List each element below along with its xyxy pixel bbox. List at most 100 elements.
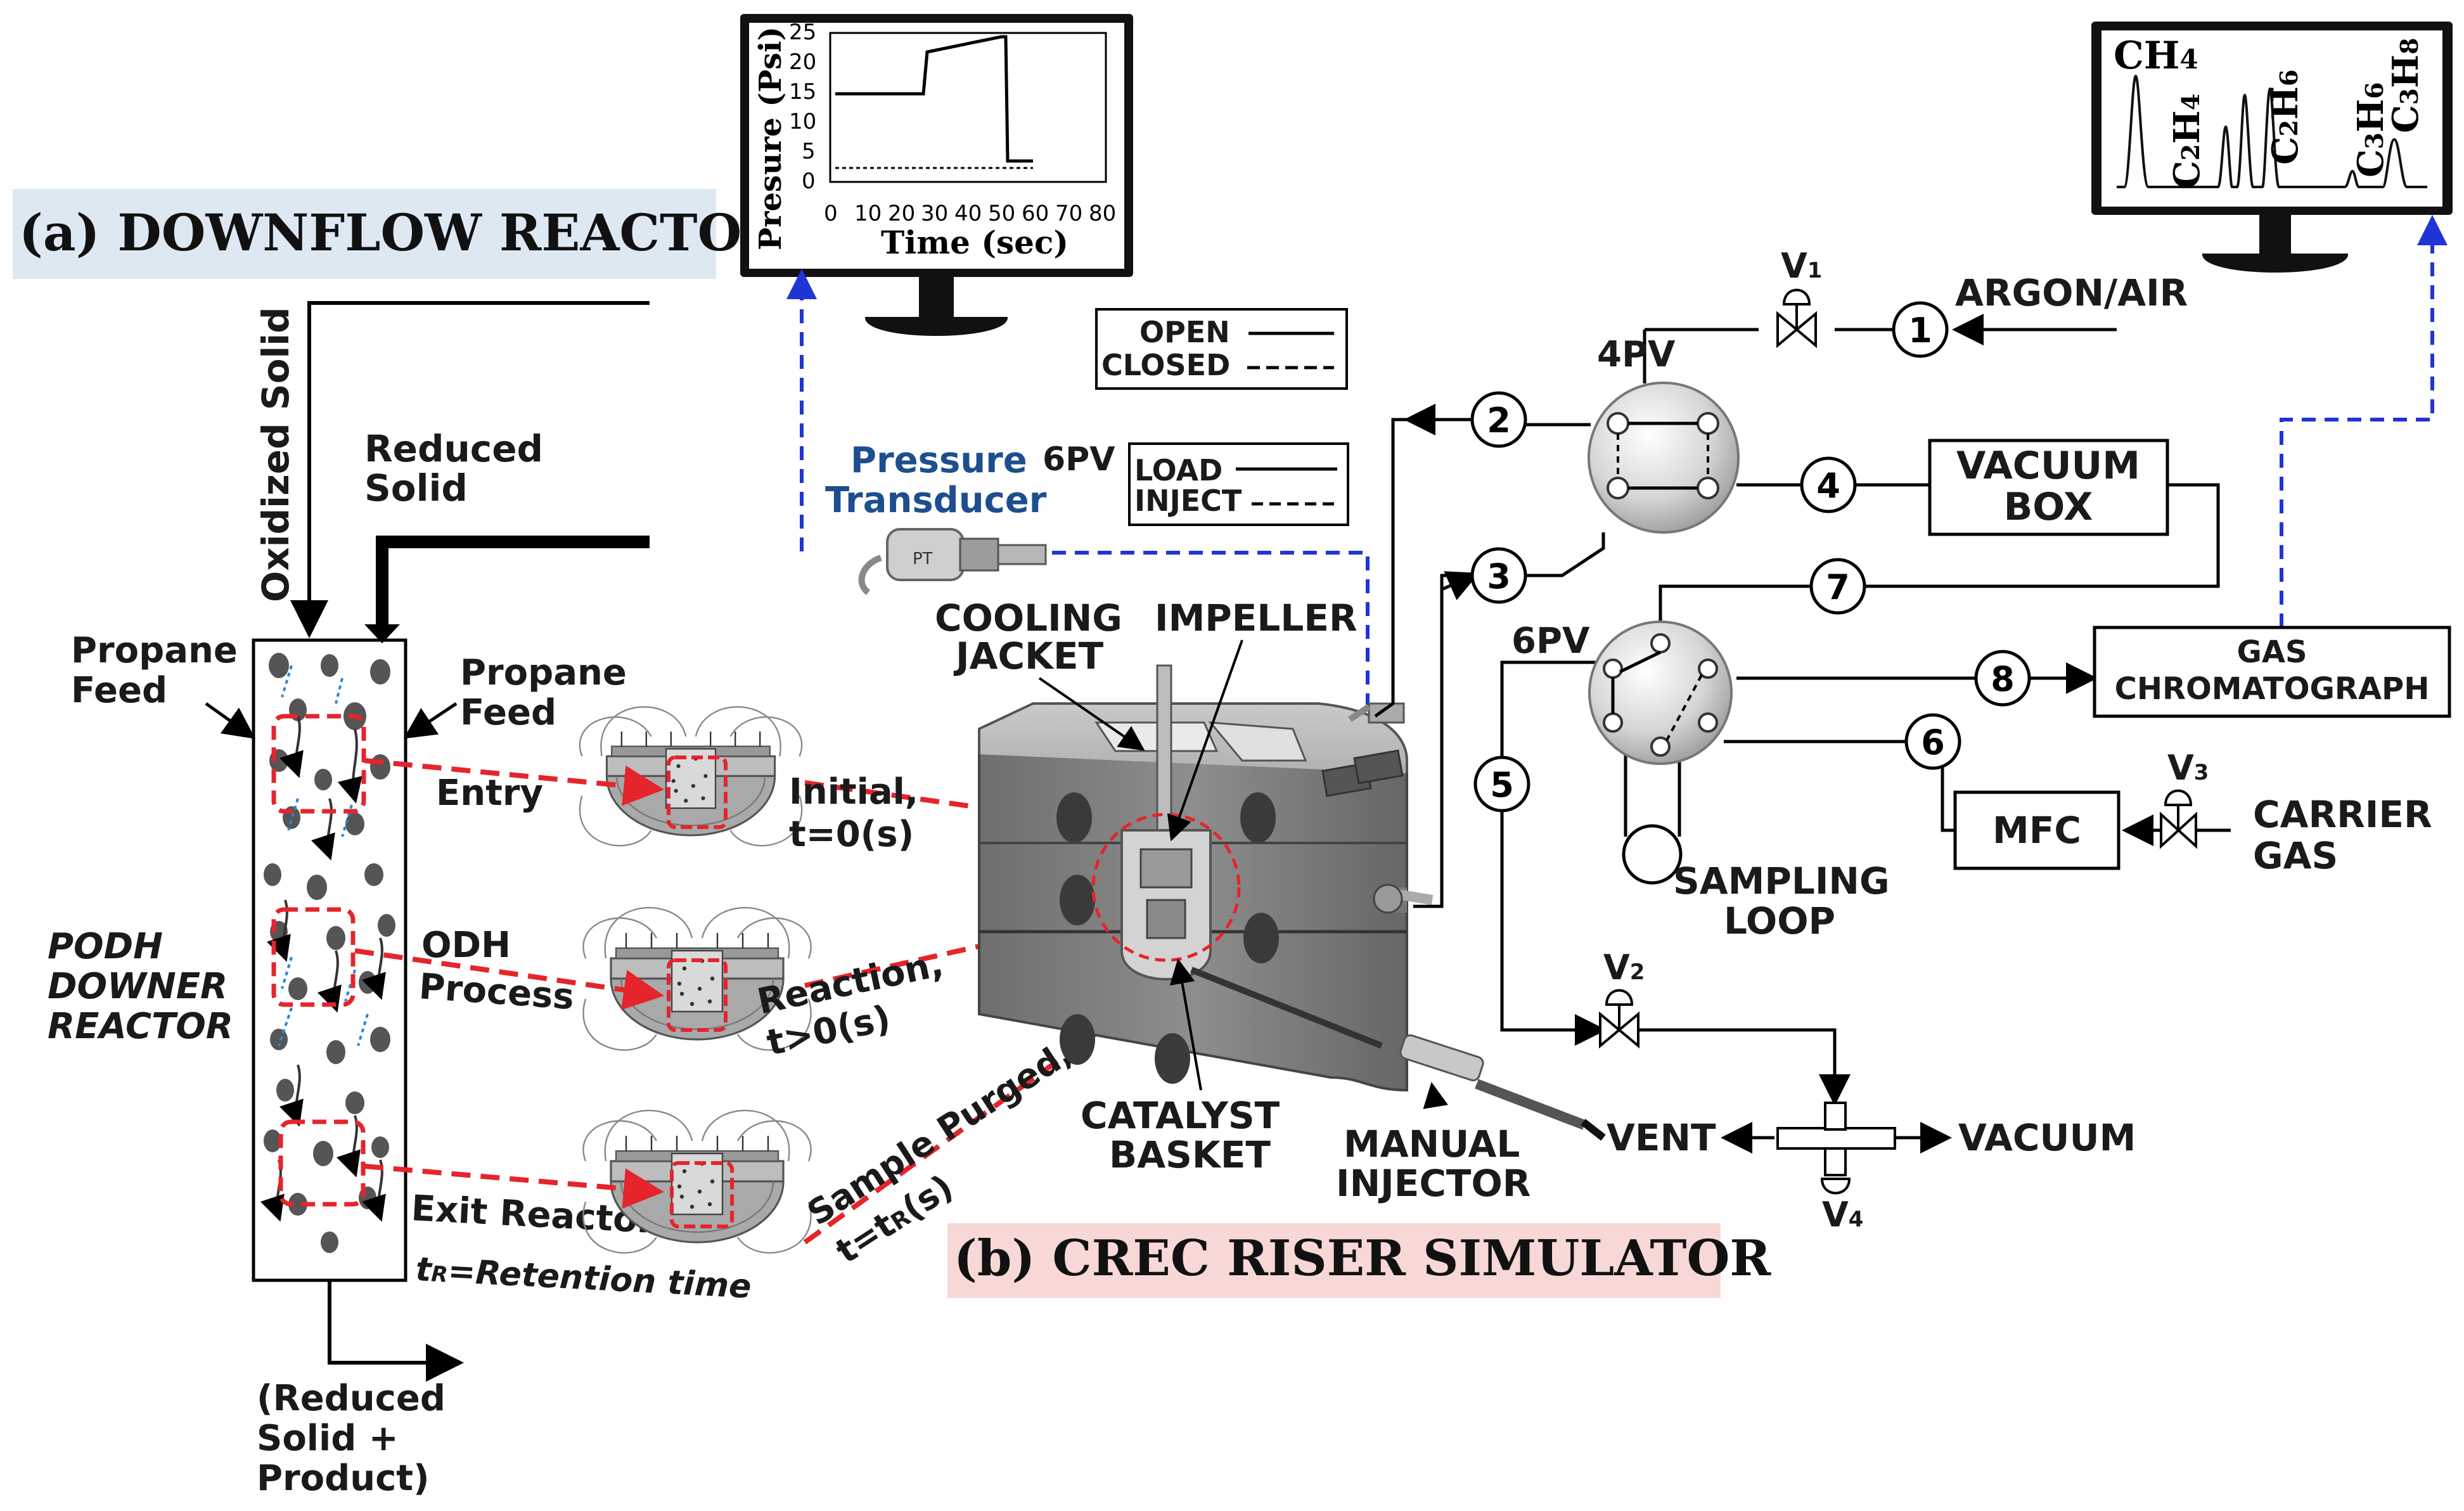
- legend-open: OPEN: [1139, 315, 1230, 349]
- propane-feed-left-1: Propane: [71, 630, 238, 671]
- legend-load: LOAD: [1134, 453, 1222, 487]
- node-2: 2: [1487, 401, 1511, 440]
- carrier-gas-label-1: CARRIER: [2253, 793, 2432, 836]
- xtick: 80: [1089, 201, 1116, 226]
- retention-time-label: tR=Retention time: [414, 1251, 752, 1306]
- xtick: 60: [1022, 201, 1049, 226]
- injector-label-1: MANUAL: [1344, 1122, 1520, 1166]
- pressure-ylabel: Presure (Psi): [753, 27, 788, 250]
- vacuum-label: VACUUM: [1958, 1116, 2136, 1159]
- xtick: 30: [921, 201, 948, 226]
- propane-feed-left-2: Feed: [71, 670, 167, 711]
- valve-v4-tee[interactable]: [1776, 1102, 1896, 1195]
- downer-reactor: [205, 301, 650, 1382]
- six-port-valve[interactable]: [1588, 620, 1733, 765]
- ytick: 0: [802, 169, 816, 194]
- peak-c2h6: C2H6: [2264, 70, 2306, 165]
- gc-label-2: CHROMATOGRAPH: [2115, 671, 2430, 707]
- valve-v3[interactable]: [2160, 789, 2197, 849]
- pressure-xlabel: Time (sec): [881, 224, 1068, 261]
- ytick: 5: [802, 139, 816, 164]
- solid-particles: [264, 653, 395, 1253]
- xtick: 70: [1055, 201, 1082, 226]
- v4-label: V4: [1822, 1195, 1863, 1235]
- downflow-title-text: (a) DOWNFLOW REACTOR: [19, 203, 784, 262]
- propane-feed-right-arrow: [403, 702, 458, 739]
- ytick: 15: [789, 79, 816, 105]
- outlet-label-1: (Reduced: [257, 1378, 446, 1419]
- vacuum-box: VACUUM BOX: [1928, 439, 2169, 536]
- xtick: 10: [854, 201, 882, 226]
- exit-zone: [278, 1119, 366, 1207]
- propane-feed-right-2: Feed: [460, 692, 556, 733]
- carrier-gas-label-2: GAS: [2253, 834, 2338, 877]
- catalyst-label-2: BASKET: [1109, 1133, 1271, 1176]
- initial-label-1: Initial,: [789, 771, 918, 813]
- node-5: 5: [1490, 765, 1514, 805]
- odh-label-1: ODH: [421, 925, 511, 966]
- transducer-label-1: Pressure: [850, 440, 1027, 481]
- crec-reactor: [978, 664, 1606, 1141]
- piping: [1374, 314, 2231, 1154]
- valve-v2[interactable]: [1599, 989, 1639, 1049]
- gc-monitor: CH4 C2H4 C2H6 C3H6 C3H8: [2091, 22, 2453, 273]
- ytick: 10: [789, 109, 816, 134]
- reduced-solid-line: [376, 536, 650, 627]
- legend-closed: CLOSED: [1101, 348, 1230, 382]
- vacuum-box-label-1: VACUUM: [1956, 444, 2140, 488]
- peak-c3h6: C3H6: [2350, 82, 2392, 177]
- peak-c3h8: C3H8: [2385, 38, 2427, 133]
- fourpv-label: 4PV: [1597, 334, 1676, 375]
- ytick: 25: [789, 20, 816, 45]
- odh-zone: [271, 907, 356, 1007]
- chromatogram-trace: [2117, 74, 2427, 188]
- node-1: 1: [1908, 311, 1932, 350]
- entry-label: Entry: [436, 773, 543, 814]
- reduced-solid-label-1: Reduced: [364, 427, 543, 470]
- ytick: 20: [789, 49, 816, 75]
- valve-v1[interactable]: [1776, 288, 1817, 349]
- cooling-label-1: COOLING: [935, 596, 1122, 640]
- cooling-label-2: JACKET: [953, 634, 1104, 678]
- crec-title-text: (b) CREC RISER SIMULATOR: [954, 1230, 1771, 1287]
- legend-inject: INJECT: [1134, 484, 1242, 518]
- crec-title: (b) CREC RISER SIMULATOR: [947, 1223, 1771, 1298]
- transducer-badge: PT: [913, 550, 933, 569]
- propane-feed-left-arrow: [205, 702, 256, 739]
- gas-chromatograph: GAS CHROMATOGRAPH: [2093, 626, 2451, 718]
- downflow-title: (a) DOWNFLOW REACTOR: [13, 189, 784, 279]
- node-6: 6: [1921, 723, 1945, 762]
- node-3: 3: [1487, 556, 1511, 596]
- impeller-label: IMPELLER: [1155, 596, 1357, 640]
- pressure-plot-frame: [829, 32, 1107, 183]
- propane-feed-right-1: Propane: [460, 652, 627, 693]
- podh-label-2: DOWNER: [48, 966, 228, 1007]
- legend-6pv-title: 6PV: [1043, 440, 1115, 479]
- signal-lines: [786, 215, 2448, 710]
- sixpv-label: 6PV: [1511, 620, 1590, 662]
- xtick: 0: [824, 201, 838, 226]
- valve-legend: OPEN CLOSED: [1095, 308, 1348, 390]
- basket-zoom-circle: [1091, 813, 1241, 962]
- oxidized-solid-label: Oxidized Solid: [254, 307, 297, 602]
- v2-label: V2: [1603, 948, 1645, 987]
- four-port-valve[interactable]: [1588, 382, 1740, 534]
- downer-outlet-line: [328, 1280, 464, 1382]
- podh-label-1: PODH: [48, 926, 163, 967]
- mfc: MFC: [1953, 790, 2121, 870]
- entry-zone: [271, 714, 366, 814]
- mfc-label: MFC: [1992, 809, 2081, 852]
- flow-nodes: 1 2 3 4 5 6 7 8: [1470, 301, 2031, 813]
- peak-ch4: CH4: [2114, 34, 2198, 78]
- vacuum-box-label-2: BOX: [2004, 485, 2093, 529]
- peak-c2h4: C2H4: [2166, 94, 2208, 189]
- v3-label: V3: [2167, 748, 2209, 788]
- cell-initial: [579, 705, 803, 847]
- reduced-solid-label-2: Solid: [364, 466, 468, 510]
- vent-label: VENT: [1607, 1116, 1716, 1159]
- xtick: 40: [954, 201, 982, 226]
- xtick: 20: [888, 201, 915, 226]
- sampling-loop-label-2: LOOP: [1724, 899, 1835, 942]
- node-8: 8: [1991, 659, 2015, 699]
